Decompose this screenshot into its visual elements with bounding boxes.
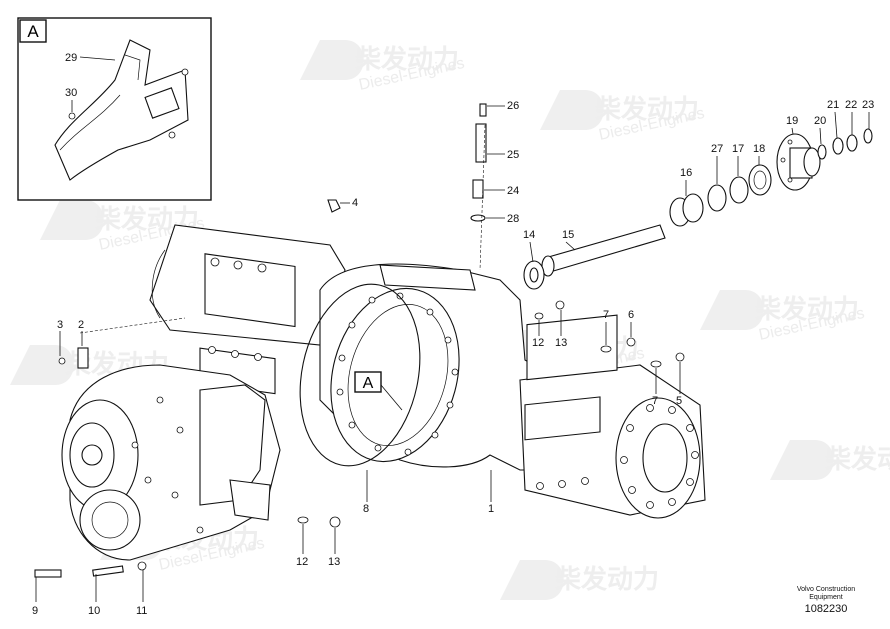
plug: [329, 516, 341, 528]
flange-bolts: [620, 404, 699, 509]
callout-23: 23: [862, 99, 874, 111]
screw-icon: [68, 112, 76, 120]
screw: [479, 103, 487, 117]
screw: [58, 357, 66, 365]
o-ring: [470, 214, 486, 222]
plate: [77, 347, 89, 369]
seal-ring: [299, 283, 421, 467]
callout-13: 13: [555, 337, 567, 349]
callout-11: 11: [136, 605, 147, 617]
washer: [650, 360, 662, 368]
watermark-cn: 柴发动力: [824, 444, 890, 475]
footer: Volvo Construction Equipment 1082230: [797, 586, 855, 615]
callout-2: 2: [78, 319, 84, 331]
callout-21: 21: [827, 99, 839, 111]
callout-10: 10: [88, 605, 100, 617]
detail-label: A: [27, 22, 39, 41]
bearing-set: [669, 164, 772, 227]
breather-fitting: [327, 199, 341, 213]
callouts: 4 3 2 26 25 24 28 14 15 16 27 17 18 19 2…: [32, 99, 874, 617]
sensor-bracket: [475, 123, 487, 163]
bolt: [34, 569, 62, 578]
footer-company: Volvo Construction: [797, 586, 855, 593]
callout-8: 8: [363, 503, 369, 515]
snap-ring: [863, 128, 873, 144]
callout-30: 30: [65, 87, 77, 99]
stud: [92, 565, 124, 577]
callout-4: 4: [352, 197, 358, 209]
ref-box-a: [354, 371, 382, 393]
callout-14: 14: [523, 229, 535, 241]
callout-12: 12: [532, 337, 544, 349]
callout-1: 1: [488, 503, 494, 515]
callout-3: 3: [57, 319, 63, 331]
lock-ring: [846, 134, 858, 152]
footer-part-number: 1082230: [805, 603, 848, 615]
callout-5: 5: [676, 395, 682, 407]
callout-17: 17: [732, 143, 744, 155]
differential-assembly: [61, 364, 281, 561]
callout-12b: 12: [296, 556, 308, 568]
callout-24: 24: [507, 185, 519, 197]
bolt-circle: [336, 292, 459, 456]
washer: [817, 144, 827, 160]
guard-bracket: [54, 39, 189, 181]
callout-27: 27: [711, 143, 723, 155]
watermark-cn: 柴发动力: [354, 44, 459, 75]
callout-18: 18: [753, 143, 765, 155]
plug: [675, 352, 685, 362]
watermark-cn: 柴发动力: [594, 94, 699, 125]
hub-flange: [776, 133, 821, 191]
callout-6: 6: [628, 309, 634, 321]
callout-28: 28: [507, 213, 519, 225]
callout-7: 7: [603, 309, 609, 321]
callout-7b: 7: [652, 395, 658, 407]
washer: [534, 312, 544, 320]
washer: [600, 345, 612, 353]
washer: [297, 516, 309, 524]
ref-label-a: A: [363, 375, 374, 392]
sensor: [472, 179, 484, 199]
nut: [137, 561, 147, 571]
callout-22: 22: [845, 99, 857, 111]
callout-26: 26: [507, 100, 519, 112]
callout-19: 19: [786, 115, 798, 127]
detail-label-box: [19, 19, 47, 43]
callout-16: 16: [680, 167, 692, 179]
nut: [832, 137, 844, 155]
plug: [626, 337, 636, 347]
callout-9: 9: [32, 605, 38, 617]
callout-13b: 13: [328, 556, 340, 568]
callout-25: 25: [507, 149, 519, 161]
footer-equipment: Equipment: [809, 594, 843, 601]
watermark-cn: 柴发动力: [754, 294, 859, 325]
plug: [555, 300, 565, 310]
callout-20: 20: [814, 115, 826, 127]
half-shaft: [523, 224, 666, 290]
detail-view-a: A 29 30: [17, 17, 212, 201]
callout-15: 15: [562, 229, 574, 241]
callout-29: 29: [65, 52, 77, 64]
watermark-cn: 柴发动力: [554, 564, 659, 595]
